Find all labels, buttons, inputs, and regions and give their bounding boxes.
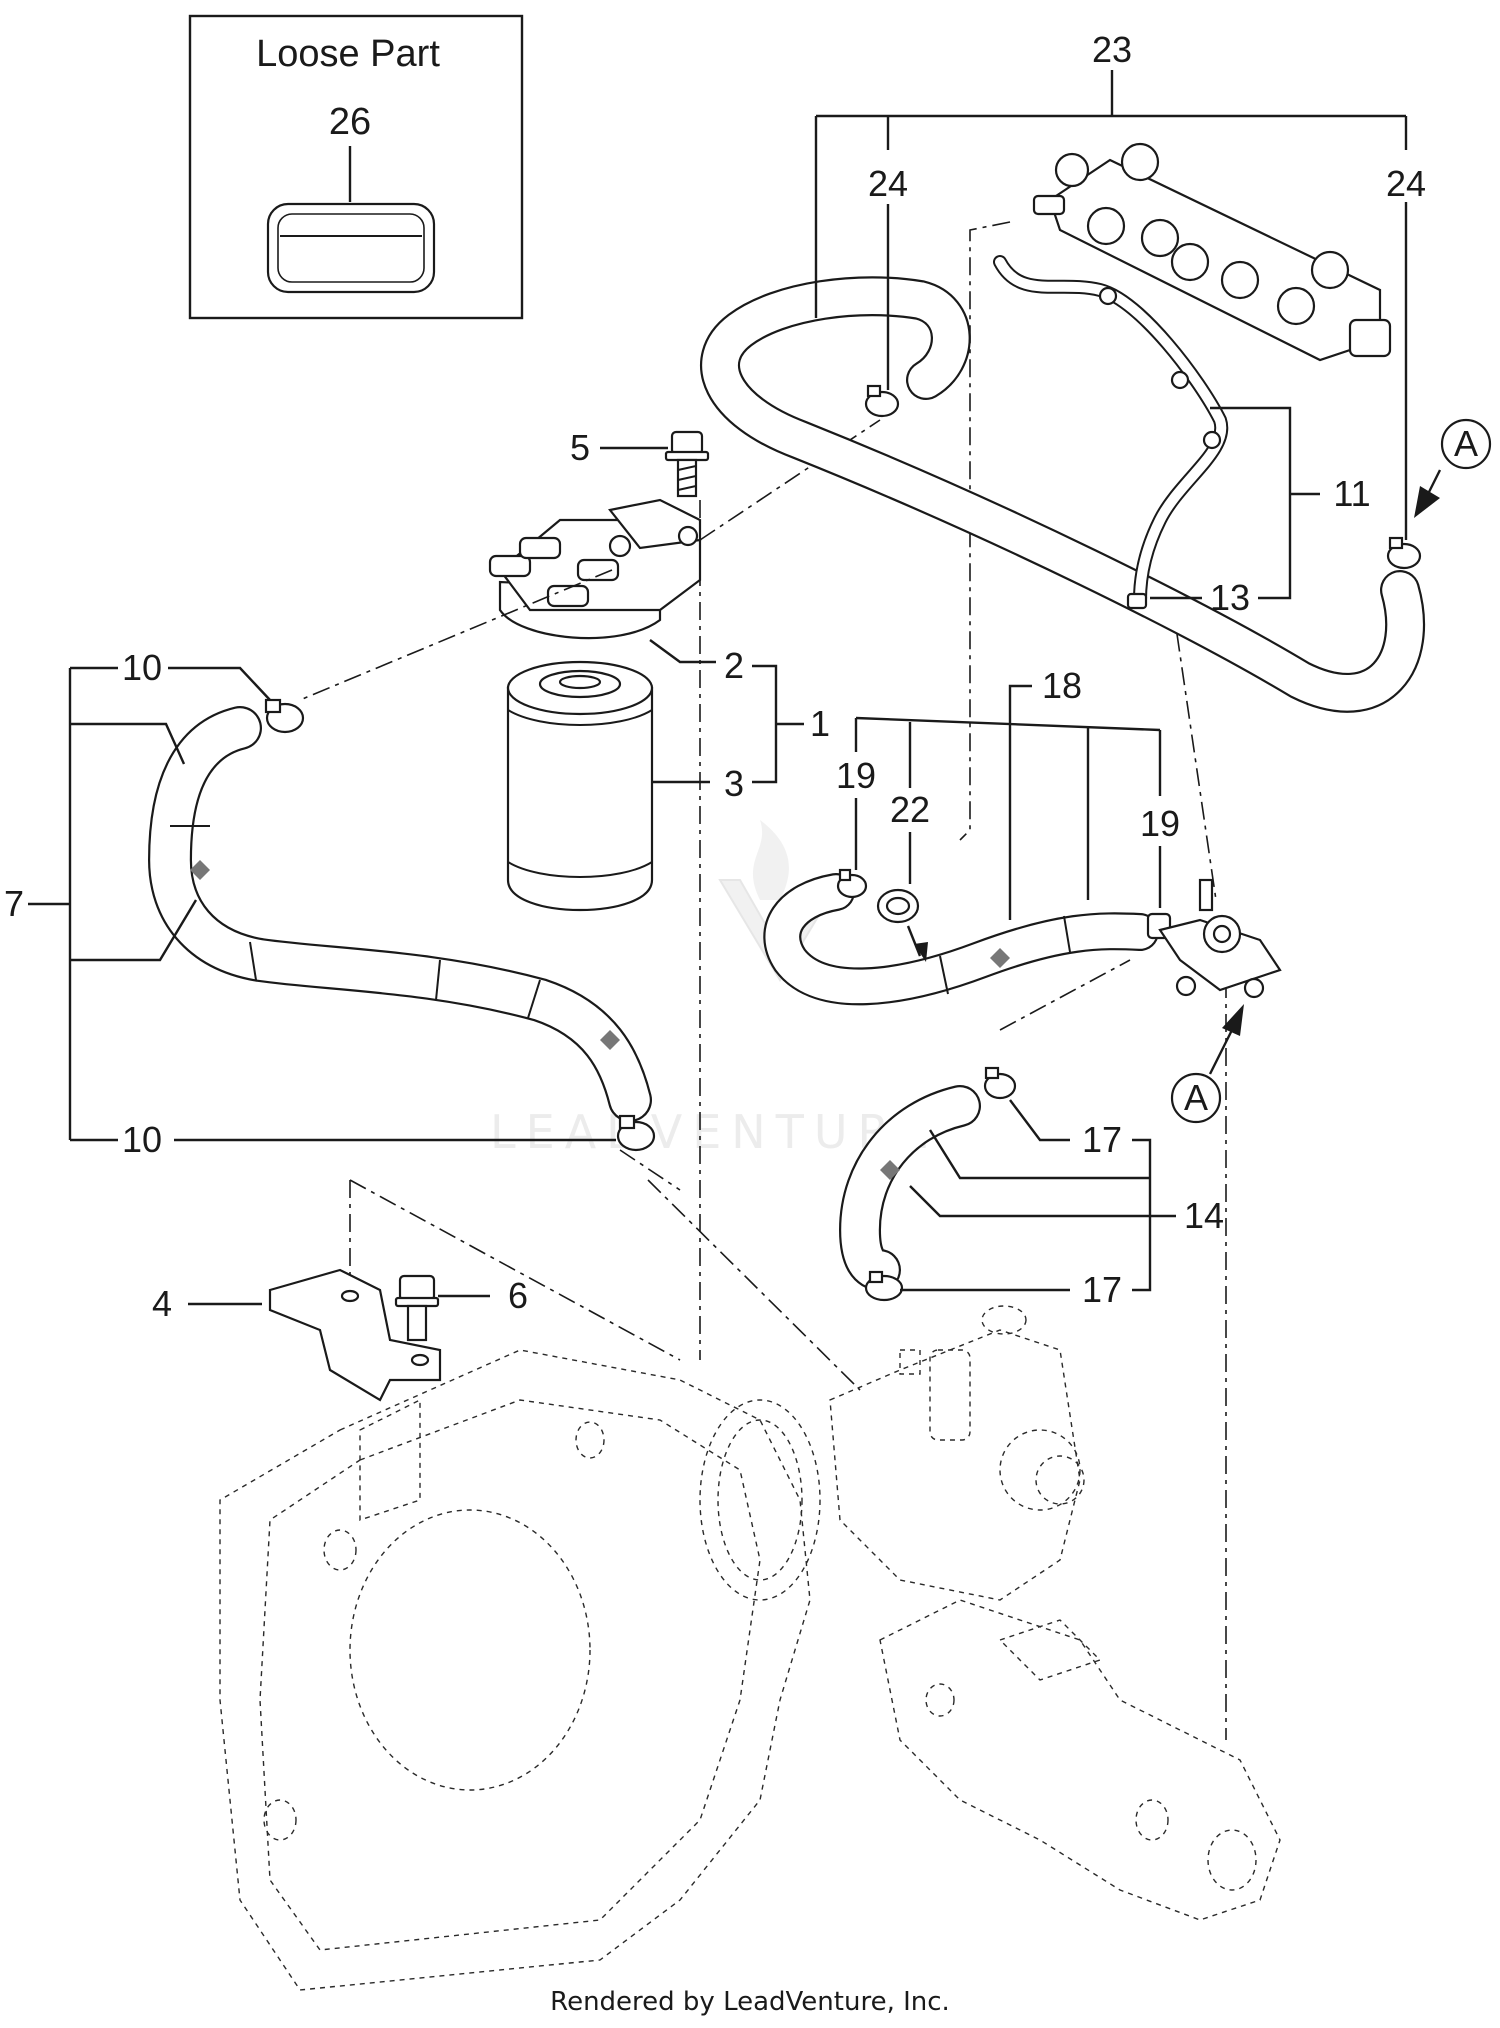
- loose-part-title: Loose Part: [256, 33, 440, 75]
- clamp-22: [876, 888, 920, 924]
- reference-marker-a-top: A: [1414, 418, 1492, 518]
- intake-manifold: [879, 1599, 1281, 1921]
- callout-18: 18: [1042, 665, 1082, 706]
- banjo-fitting: [1158, 878, 1282, 999]
- callout-26: 26: [329, 101, 371, 143]
- watermark-text: LEADVENTURE: [490, 1105, 939, 1159]
- callout-14: 14: [1184, 1195, 1224, 1236]
- return-hose-23: [700, 276, 1426, 713]
- callout-11: 11: [1333, 473, 1370, 514]
- callout-17-top: 17: [1082, 1119, 1122, 1160]
- callout-24-right: 24: [1386, 163, 1426, 204]
- callout-17-bottom: 17: [1082, 1269, 1122, 1310]
- mounting-bracket-4: [268, 1268, 442, 1402]
- bolt-5: [664, 430, 710, 498]
- bolt-6: [394, 1274, 440, 1342]
- fuel-filter-head: [488, 498, 702, 640]
- callout-1: 1: [810, 703, 830, 744]
- callout-13: 13: [1210, 577, 1250, 618]
- callout-7: 7: [4, 883, 24, 924]
- callout-3: 3: [724, 763, 744, 804]
- callout-2: 2: [724, 645, 744, 686]
- callout-24-left: 24: [868, 163, 908, 204]
- hose-clamp-17-bottom: [864, 1270, 904, 1302]
- hose-clamp-10-top: [264, 698, 305, 734]
- decal-part: [266, 202, 436, 294]
- callout-6: 6: [508, 1275, 528, 1316]
- hose-clamp-17-top: [983, 1066, 1017, 1100]
- leak-off-pipe-11: [993, 255, 1229, 607]
- callout-5: 5: [570, 427, 590, 468]
- svg-text:A: A: [1184, 1077, 1208, 1118]
- clip-13: [1126, 592, 1148, 610]
- hose-clamp-24-right: [1386, 536, 1422, 570]
- flywheel-housing: [219, 1349, 821, 1991]
- fuel-filter-cartridge: [506, 660, 654, 911]
- reference-marker-a-bottom: A: [1170, 1004, 1244, 1124]
- callout-19-left: 19: [836, 755, 876, 796]
- callout-23: 23: [1092, 29, 1132, 70]
- leader-lines: [28, 70, 1408, 1306]
- callout-19-right: 19: [1140, 803, 1180, 844]
- hose-clamp-19-left: [836, 868, 868, 899]
- injection-pump: [829, 1305, 1085, 1601]
- hose-clamp-10-bottom: [616, 1114, 656, 1152]
- footer-credit: Rendered by LeadVenture, Inc.: [550, 1987, 950, 2017]
- svg-text:A: A: [1454, 423, 1478, 464]
- fuel-hose-7: [147, 706, 652, 1122]
- callout-10-bottom: 10: [122, 1119, 162, 1160]
- callout-10-top: 10: [122, 647, 162, 688]
- hose-clamp-24-left: [864, 384, 900, 418]
- callout-4: 4: [152, 1283, 172, 1324]
- callout-numbers: 23 24 24 5 2 1 3 10 7 10 11 13 18 19 22 …: [4, 29, 1426, 1324]
- fuel-hose-14: [838, 1085, 981, 1291]
- loose-part-box: Loose Part 26: [188, 14, 524, 320]
- fuel-hose-18: [763, 873, 1159, 1006]
- callout-22: 22: [890, 789, 930, 830]
- fuel-injector-rail: [1032, 142, 1392, 362]
